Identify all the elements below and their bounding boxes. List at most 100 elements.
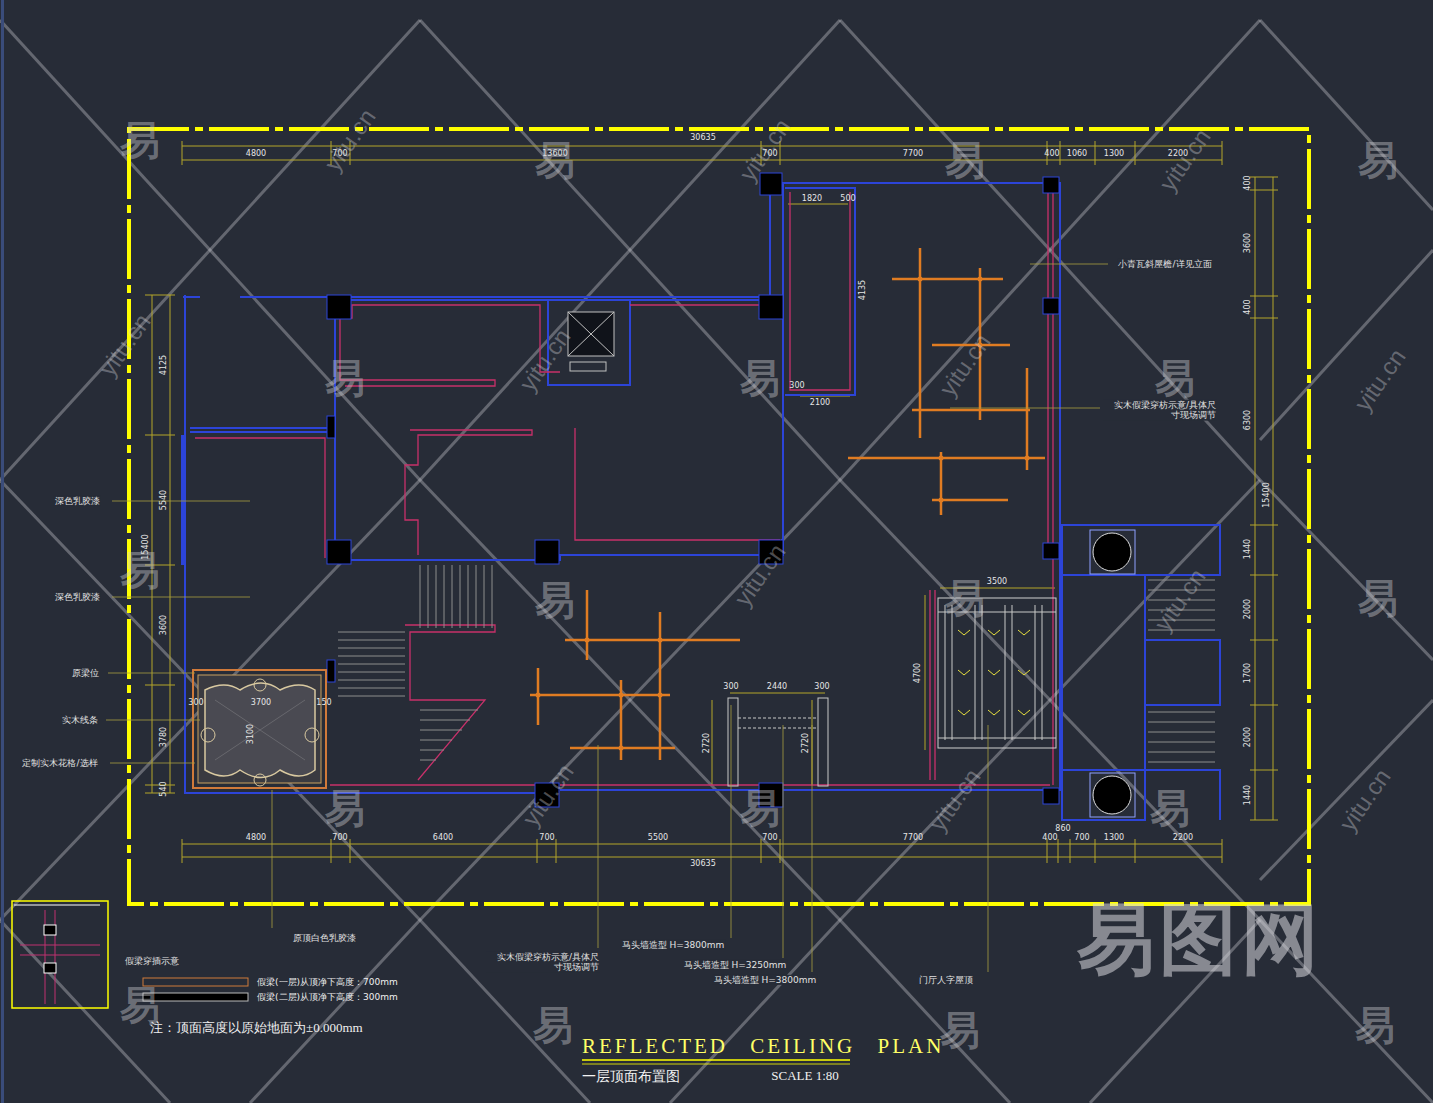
plan-line bbox=[918, 277, 923, 282]
watermark: 易 bbox=[1358, 575, 1398, 621]
plan-line bbox=[1062, 575, 1145, 770]
annotation: 马头墙造型 H=3250mm bbox=[683, 960, 788, 970]
dimension-text: 4700 bbox=[913, 663, 922, 683]
annotation: 原顶白色乳胶漆 bbox=[292, 933, 357, 943]
dimension-text: 3600 bbox=[1243, 233, 1252, 253]
watermark: 易 bbox=[120, 547, 160, 593]
plan-line bbox=[193, 670, 326, 788]
plan-line bbox=[152, 295, 153, 793]
plan-line bbox=[939, 456, 944, 461]
plan-line bbox=[938, 612, 1056, 738]
dimension-text: 15400 bbox=[1262, 482, 1271, 507]
plan-line bbox=[712, 204, 1055, 785]
plan-line bbox=[619, 693, 624, 698]
legend-key bbox=[12, 901, 108, 1008]
plan-line bbox=[205, 683, 315, 778]
watermark: yitu.cn bbox=[319, 104, 381, 177]
plan-line bbox=[181, 435, 185, 565]
dimension-text: 3100 bbox=[246, 724, 255, 744]
plan-line bbox=[582, 1064, 850, 1065]
dimension-text: 2100 bbox=[810, 398, 830, 407]
columns bbox=[327, 173, 1059, 807]
watermark: yitu.cn bbox=[1349, 344, 1411, 417]
plan-line bbox=[1273, 177, 1274, 820]
plan-line bbox=[1043, 543, 1059, 559]
dimension-text: 400 bbox=[1042, 833, 1057, 842]
dimension-text: 1300 bbox=[1104, 833, 1124, 842]
watermark-lines bbox=[0, 20, 1433, 1103]
plan-line bbox=[250, 920, 420, 1103]
plan-line bbox=[190, 428, 330, 432]
watermark: yitu.cn bbox=[517, 759, 579, 832]
dimension-text: 6400 bbox=[433, 833, 453, 842]
plan-line bbox=[930, 590, 935, 780]
annotation: 实木线条 bbox=[61, 715, 99, 725]
dimension-text: 400 bbox=[1243, 299, 1252, 314]
dimension-text: 3780 bbox=[159, 727, 168, 747]
plan-line bbox=[215, 700, 305, 760]
plan-line bbox=[420, 565, 492, 628]
plan-line bbox=[195, 438, 325, 558]
plan-line bbox=[405, 625, 495, 780]
plan-line bbox=[106, 501, 250, 763]
plan-line bbox=[619, 746, 624, 751]
plan-line bbox=[1255, 177, 1256, 820]
plan-line bbox=[568, 312, 614, 356]
watermark: 易 bbox=[325, 785, 365, 831]
dimension-text: 400 bbox=[1044, 149, 1059, 158]
watermark: 易 bbox=[533, 1002, 573, 1048]
drawing-caption: 一层顶面布置图 bbox=[582, 1068, 680, 1086]
round-openings bbox=[1090, 530, 1135, 817]
dimension-text: 1820 bbox=[802, 194, 822, 203]
plan-line bbox=[1043, 177, 1059, 193]
plan-line bbox=[327, 295, 351, 319]
scale-text: SCALE 1:80 bbox=[771, 1069, 839, 1084]
dimension-text: 3700 bbox=[251, 698, 271, 707]
plan-line bbox=[201, 728, 215, 742]
watermark: yitu.cn bbox=[94, 309, 156, 382]
dimension-text: 700 bbox=[1074, 833, 1089, 842]
annotation: 深色乳胶漆 bbox=[54, 592, 101, 602]
dimension-text: 5500 bbox=[648, 833, 668, 842]
dimension-text: 4125 bbox=[159, 355, 168, 375]
watermark: yitu.cn bbox=[729, 539, 791, 612]
annotation: 定制实木花格/选样 bbox=[21, 758, 98, 768]
lattice-ceiling bbox=[728, 598, 1056, 786]
dimension-lines bbox=[145, 141, 1278, 863]
dimension-text: 3600 bbox=[159, 615, 168, 635]
watermark: 易图网 bbox=[1077, 895, 1323, 985]
plan-line bbox=[630, 305, 768, 318]
watermark: 易 bbox=[940, 1007, 980, 1053]
plan-line bbox=[1260, 700, 1433, 880]
drawing-title: REFLECTED CEILING PLAN bbox=[582, 1034, 944, 1059]
plan-line bbox=[978, 277, 983, 282]
plan-line bbox=[1048, 192, 1053, 785]
plan-line bbox=[0, 480, 420, 920]
legend-heading: 假梁穿插示意 bbox=[124, 956, 180, 966]
annotation: 门厅人字屋顶 bbox=[918, 975, 974, 985]
plan-line bbox=[1025, 456, 1030, 461]
annotation: 实木假梁穿枋示意/具体尺 寸现场调节 bbox=[1103, 400, 1217, 421]
plan-line bbox=[240, 183, 1060, 790]
dimension-text: 2000 bbox=[1243, 727, 1252, 747]
watermark: 易 bbox=[1155, 355, 1195, 401]
watermark: 易 bbox=[1355, 1002, 1395, 1048]
plan-line bbox=[254, 679, 266, 691]
dimension-text: 5540 bbox=[159, 490, 168, 510]
plan-line bbox=[1, 0, 4, 1103]
plan-line bbox=[840, 480, 1260, 920]
plan-line bbox=[182, 857, 1222, 858]
plan-line bbox=[330, 784, 1050, 785]
inner-lines bbox=[195, 192, 1053, 785]
leader-lines bbox=[106, 264, 1108, 972]
false-beams bbox=[530, 248, 1045, 760]
dimension-text: 150 bbox=[316, 698, 331, 707]
ornamental-ceiling bbox=[193, 670, 326, 788]
stairs bbox=[338, 565, 1215, 762]
plan-line bbox=[848, 248, 1045, 515]
plan-line bbox=[840, 20, 1260, 480]
plan-line bbox=[20, 910, 100, 1004]
watermark: 易 bbox=[740, 355, 780, 401]
plan-line bbox=[939, 498, 944, 503]
plan-line bbox=[1250, 177, 1278, 820]
